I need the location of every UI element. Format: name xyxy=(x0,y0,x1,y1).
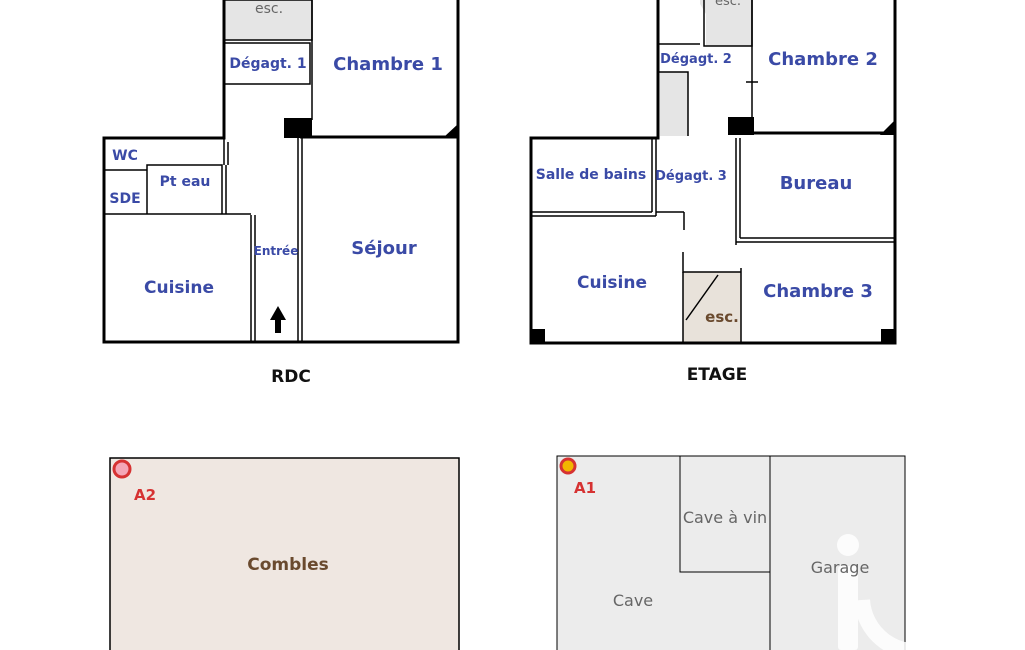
entry-arrow-icon xyxy=(270,306,286,333)
etage-cuisine-label: Cuisine xyxy=(577,273,647,293)
etage-sdb-label: Salle de bains xyxy=(536,167,646,183)
etage-title: ETAGE xyxy=(687,365,748,385)
rdc-corner-pillar xyxy=(444,124,458,137)
plan-rdc: esc. Dégagt. 1 Chambre 1 WC SDE Pt eau E… xyxy=(102,0,460,387)
rdc-degagt1-walls xyxy=(224,42,311,85)
rdc-esc-label: esc. xyxy=(255,1,283,17)
rdc-title: RDC xyxy=(271,367,311,387)
rdc-pteau-walls xyxy=(146,164,223,214)
etage-corner-pillar xyxy=(880,120,895,135)
combles-label: Combles xyxy=(247,555,329,575)
etage-bureau-label: Bureau xyxy=(780,173,853,194)
etage-esc-top-label: esc. xyxy=(715,0,741,9)
garage-label: Garage xyxy=(811,558,870,577)
rdc-degagt1-label: Dégagt. 1 xyxy=(229,56,306,72)
rdc-entree-label: Entrée xyxy=(254,244,299,258)
etage-pillar xyxy=(728,117,754,135)
etage-outer-wall xyxy=(529,0,897,345)
etage-stair-bottom-outline xyxy=(682,252,741,273)
etage-degagt2-label: Dégagt. 2 xyxy=(660,52,732,67)
etage-chambre2-label: Chambre 2 xyxy=(768,49,878,70)
rdc-outer-wall xyxy=(102,0,460,344)
rdc-sejour-label: Séjour xyxy=(351,238,417,259)
rdc-chambre1-label: Chambre 1 xyxy=(333,54,443,75)
marker-a1-icon xyxy=(559,457,577,475)
plan-combles: A2 Combles xyxy=(109,457,460,650)
watermark-logo-icon xyxy=(837,534,930,650)
etage-stair-diagonal xyxy=(685,274,719,321)
marker-a2-label: A2 xyxy=(134,486,156,504)
rdc-wc-label: WC xyxy=(112,148,138,164)
etage-stair-mid-fill xyxy=(660,72,688,136)
etage-corner-pillar-bl xyxy=(531,329,545,343)
cave-a-vin-label: Cave à vin xyxy=(683,508,767,527)
rdc-pteau-label: Pt eau xyxy=(160,174,211,190)
etage-stair-top-fill xyxy=(700,0,752,46)
etage-corner-pillar-br xyxy=(881,329,895,343)
plan-etage: esc. Dégagt. 2 Chambre 2 Salle de bains … xyxy=(529,0,897,385)
etage-esc-bottom-label: esc. xyxy=(705,308,739,326)
marker-a2-icon xyxy=(112,459,132,479)
marker-a1-label: A1 xyxy=(574,479,596,497)
cave-a-vin-walls xyxy=(679,456,771,650)
etage-chambre3-label: Chambre 3 xyxy=(763,281,873,302)
etage-degagt3-label: Dégagt. 3 xyxy=(655,169,727,184)
rdc-cuisine-label: Cuisine xyxy=(144,278,214,298)
rdc-stair-area xyxy=(224,0,312,40)
combles-outline xyxy=(109,457,460,650)
etage-degagt2-walls xyxy=(658,71,689,136)
rdc-sde-label: SDE xyxy=(109,191,140,207)
rdc-pillar xyxy=(284,118,312,138)
plan-sous-sol: A1 Cave à vin Cave Garage xyxy=(556,455,930,650)
cave-label: Cave xyxy=(613,591,653,610)
